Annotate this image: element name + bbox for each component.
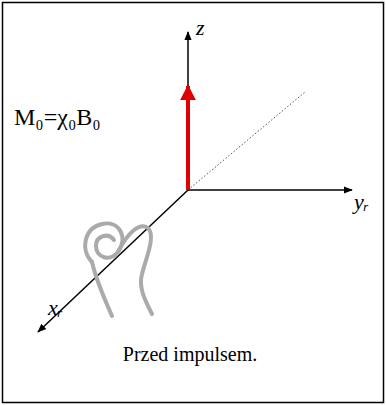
z-axis [187,32,189,190]
axis-label: yᵣ [354,190,369,214]
axis-label: xᵣ [48,296,63,320]
y-axis [188,189,352,191]
caption: Przed impulsem. [123,343,257,365]
magnetization-vector [186,86,190,190]
frame [3,3,384,403]
axis-label: z [196,16,205,40]
magnetization-formula: M₀=χ₀B₀ [14,104,101,130]
dotted-axis [188,92,305,190]
right-hand-symbol [85,223,152,316]
x-axis [38,190,188,332]
